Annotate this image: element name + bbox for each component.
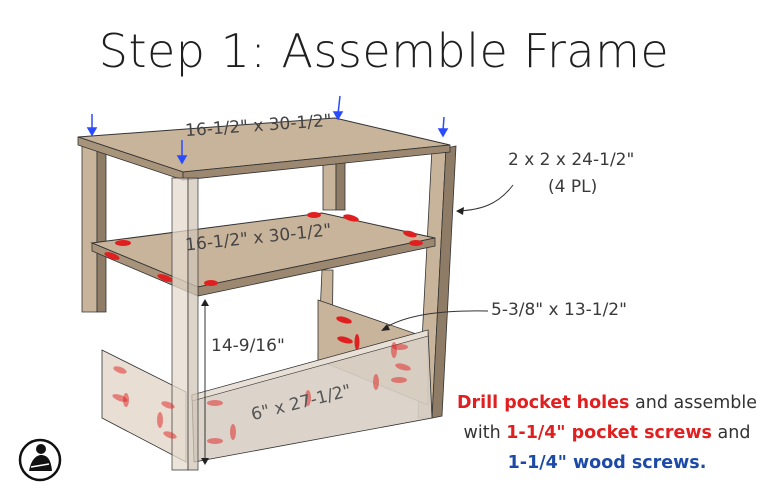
callout-arrow-head	[456, 207, 464, 215]
dim-arrow-head	[201, 458, 209, 465]
legs-label: 2 x 2 x 24-1/2"	[508, 150, 635, 170]
screw-arrows	[86, 95, 449, 165]
dim-arrow-head	[201, 299, 209, 306]
callout-arrow-head	[381, 324, 390, 331]
woodworker-logo-icon	[18, 438, 62, 482]
callout-lines	[204, 184, 514, 461]
top-shelf	[77, 117, 451, 181]
side-apron-label: 5-3/8" x 13-1/2"	[491, 300, 627, 320]
pocket-holes	[104, 212, 423, 350]
legs-qty-label: (4 PL)	[548, 177, 598, 197]
page-title: Step 1: Assemble Frame	[98, 24, 670, 78]
height-dimension-label: 14-9/16"	[211, 336, 285, 356]
leg-back-left	[81, 139, 107, 313]
middle-shelf	[90, 212, 436, 297]
pocket-holes-faded	[112, 342, 411, 444]
instruction-note: Drill pocket holes and assemble with 1-1…	[457, 393, 757, 473]
leg-front-left	[171, 177, 199, 471]
